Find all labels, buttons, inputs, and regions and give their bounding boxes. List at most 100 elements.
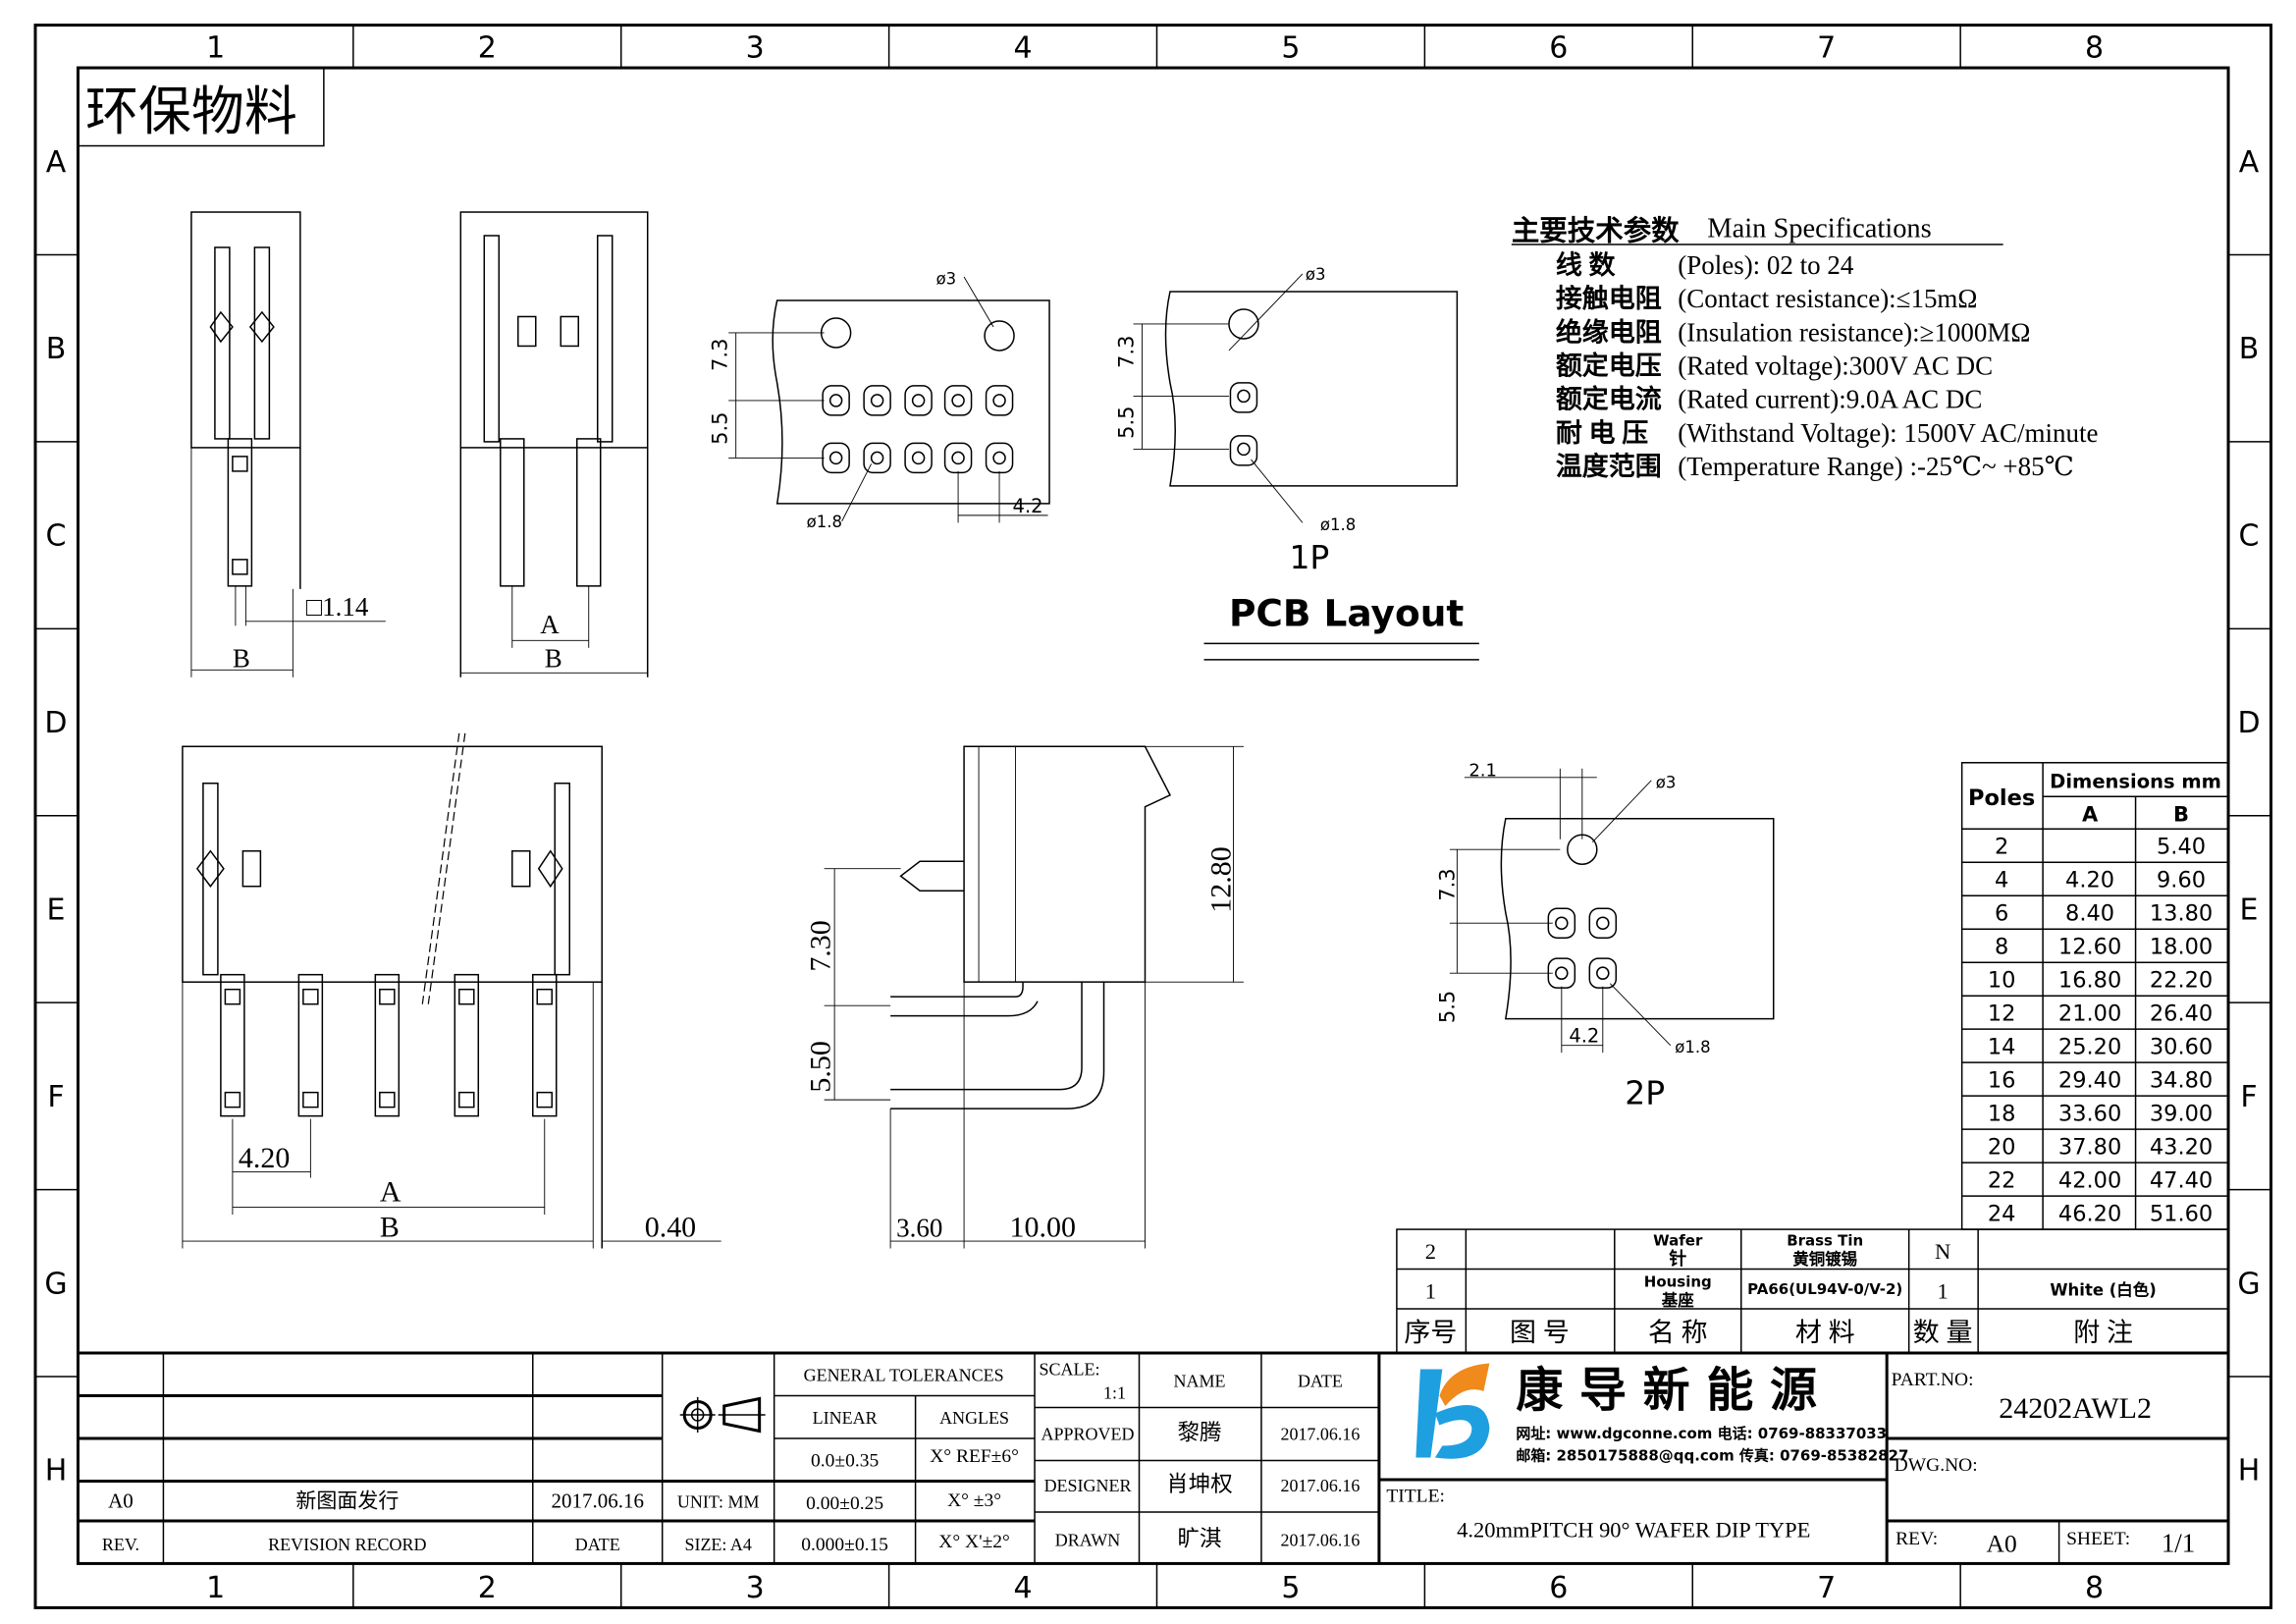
dim-a-label: A: [380, 1176, 401, 1209]
dim-b-cell: 18.00: [2150, 935, 2213, 960]
pcb-pad-hole: [1555, 916, 1569, 930]
contact-line-2: 邮箱: 2850175888@qq.com 传真: 0769-85382827: [1516, 1446, 1908, 1464]
eco-material-stamp: 环保物料: [77, 67, 325, 147]
pad-d18-label: ø1.8: [1675, 1038, 1710, 1056]
pcb-pad: [985, 385, 1014, 416]
pin-slot: [302, 988, 319, 1005]
dim-b-cell: 30.60: [2150, 1035, 2213, 1060]
column-label: 5: [1281, 1571, 1300, 1605]
header-note: 附 注: [2073, 1318, 2133, 1347]
pcb-pad: [822, 442, 850, 474]
dim-a-cell: 42.00: [2058, 1168, 2121, 1194]
pcb-pad-hole: [828, 451, 843, 465]
main-specifications: 主要技术参数 Main Specifications 线 数(Poles): 0…: [1511, 214, 2098, 481]
pcb-layout-multi-pin: ø3 ø1.8 4.2 7.3 5.5: [709, 269, 1050, 531]
pin-slot: [379, 1091, 396, 1109]
part-name-en: Wafer: [1653, 1232, 1703, 1250]
pin-size-dim: □1.14: [306, 592, 369, 622]
signoff-name: 旷淇: [1177, 1526, 1221, 1550]
company-name: 康 导 新 能 源: [1516, 1363, 1817, 1418]
dim-a-cell: 21.00: [2058, 1001, 2121, 1027]
part-note: White (白色): [2050, 1280, 2156, 1300]
pcb-pad: [904, 385, 933, 416]
poles-cell: 4: [1995, 868, 2008, 893]
spec-value: (Insulation resistance):≥1000MΩ: [1678, 317, 2030, 347]
pcb-pad-hole: [1596, 916, 1610, 930]
spec-label-cn: 接触电阻: [1556, 284, 1662, 313]
drawing-title: 4.20mmPITCH 90° WAFER DIP TYPE: [1457, 1517, 1810, 1542]
dim-a-cell: 4.20: [2065, 868, 2114, 893]
angles-header: ANGLES: [939, 1408, 1009, 1428]
pcb-pad-hole: [992, 451, 1006, 465]
sheet-value: 1/1: [2162, 1528, 2195, 1557]
spec-value: (Poles): 02 to 24: [1678, 250, 1854, 280]
revision-date: 2017.06.16: [552, 1489, 644, 1512]
dim-73-label: 7.3: [1435, 868, 1459, 900]
column-label: 1: [206, 1571, 225, 1605]
pin-slot: [536, 988, 554, 1005]
signoff-date: 2017.06.16: [1280, 1424, 1360, 1443]
pcb-pad-hole: [992, 394, 1006, 407]
pcb-pad: [1588, 957, 1618, 989]
pcb-pad: [943, 442, 973, 474]
column-label: 8: [2085, 31, 2104, 66]
pad-d18-label: ø1.8: [1320, 515, 1356, 534]
signoff-date: 2017.06.16: [1280, 1530, 1360, 1549]
linear-header: LINEAR: [813, 1408, 878, 1428]
pcb-pad-hole: [1596, 966, 1610, 980]
dim-a-cell: 12.60: [2058, 935, 2121, 960]
row-label: C: [46, 519, 67, 554]
dim-a-cell: 37.80: [2058, 1135, 2121, 1161]
row-label: D: [44, 706, 67, 740]
column-label: 2: [478, 1571, 497, 1605]
hole-d3-label: ø3: [936, 269, 957, 288]
revision-rev: A0: [108, 1489, 133, 1512]
date-header: DATE: [575, 1535, 620, 1554]
poles-cell: 24: [1988, 1202, 2016, 1227]
poles-cell: 14: [1988, 1035, 2016, 1060]
specs-title-cn: 主要技术参数: [1512, 214, 1680, 246]
side-view: 12.80 7.30 5.50 3.60 10.00: [805, 745, 1244, 1249]
poles-cell: 12: [1988, 1001, 2016, 1027]
dim-42-label: 4.2: [1013, 495, 1043, 517]
column-label: 2: [478, 31, 497, 66]
dim-1280-label: 12.80: [1204, 846, 1237, 912]
poles-cell: 10: [1988, 968, 2016, 994]
dim-b-label: B: [380, 1212, 400, 1244]
dim-b-cell: 47.40: [2150, 1168, 2213, 1194]
hole-d3-label: ø3: [1306, 265, 1326, 284]
poles-cell: 18: [1988, 1102, 2016, 1127]
pcb-pad-hole: [870, 394, 884, 407]
spec-value: (Contact resistance):≤15mΩ: [1678, 284, 1977, 313]
title-label: TITLE:: [1386, 1486, 1445, 1506]
dim-21-label: 2.1: [1468, 760, 1497, 781]
angle-tol: X° REF±6°: [930, 1446, 1019, 1467]
dim-73-label: 7.3: [709, 339, 732, 371]
dim-730-label: 7.30: [805, 920, 837, 971]
spec-value: (Temperature Range) :-25℃~ +85℃: [1678, 452, 2074, 481]
pcb-layout-1p: ø3 ø1.8 7.3 5.5 1P PCB Layout: [1115, 265, 1479, 661]
dim-a-cell: 16.80: [2058, 968, 2121, 994]
pin-slot: [224, 988, 241, 1005]
poles-cell: 2: [1995, 835, 2008, 860]
angle-tol: X° X'±2°: [938, 1532, 1010, 1552]
pcb-layout-2p: 2.1 ø3 ø1.8 4.2 7.3 5.5 2P: [1435, 760, 1775, 1112]
contact-line-1: 网址: www.dgconne.com 电话: 0769-88337033: [1516, 1425, 1887, 1442]
eco-label: 环保物料: [85, 82, 297, 141]
top-view-side: □1.14 B: [190, 211, 386, 677]
linear-tol: 0.00±0.25: [806, 1493, 883, 1514]
column-label: 5: [1281, 31, 1300, 66]
pcb-pad-hole: [828, 394, 843, 407]
poles-cell: 16: [1988, 1068, 2016, 1094]
part-name-cn: 基座: [1661, 1290, 1694, 1310]
row-label: E: [2240, 893, 2259, 927]
pad-d18-label: ø1.8: [807, 513, 842, 531]
column-label: 8: [2085, 1571, 2104, 1605]
pcb-layout-title: PCB Layout: [1229, 591, 1464, 634]
label-1p: 1P: [1289, 538, 1329, 576]
row-label: H: [2238, 1454, 2261, 1489]
spec-label-cn: 线 数: [1556, 250, 1617, 280]
dim-a-cell: 46.20: [2058, 1202, 2121, 1227]
